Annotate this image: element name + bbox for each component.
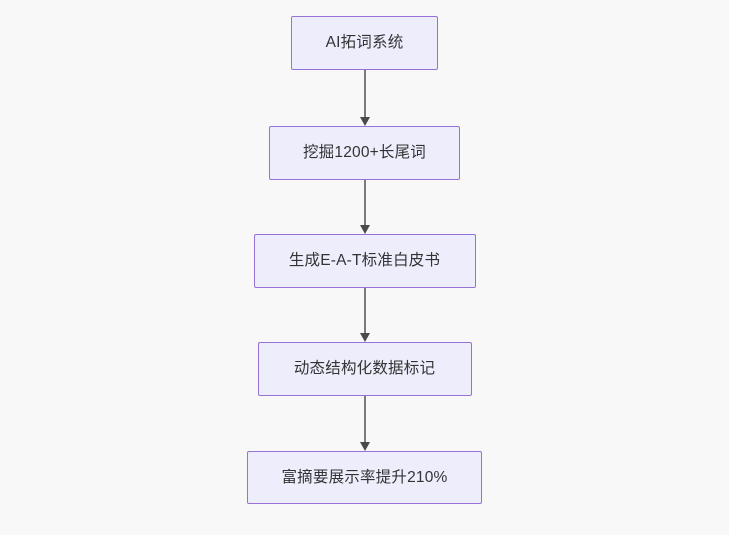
- flow-node-label: 动态结构化数据标记: [293, 360, 436, 378]
- down-arrow-icon: [359, 117, 370, 126]
- edge-line: [363, 180, 366, 225]
- edge-line: [363, 396, 366, 442]
- flow-node-eat-whitepaper[interactable]: 生成E-A-T标准白皮书: [253, 234, 476, 288]
- down-arrow-icon: [359, 442, 370, 451]
- flow-node-label: 富摘要展示率提升210%: [281, 468, 448, 486]
- flow-node-label: 生成E-A-T标准白皮书: [288, 252, 441, 270]
- flow-edge-n1-n2: [359, 70, 371, 126]
- flow-node-longtail-keywords[interactable]: 挖掘1200+长尾词: [269, 126, 460, 180]
- flow-node-label: AI拓词系统: [325, 34, 404, 52]
- flow-edge-n4-n5: [359, 396, 371, 451]
- down-arrow-icon: [359, 225, 370, 234]
- flow-node-rich-snippet-result[interactable]: 富摘要展示率提升210%: [247, 451, 482, 504]
- down-arrow-icon: [359, 333, 370, 342]
- flow-node-structured-data-markup[interactable]: 动态结构化数据标记: [257, 342, 472, 396]
- flow-node-ai-keyword-system[interactable]: AI拓词系统: [291, 16, 438, 70]
- edge-line: [363, 70, 366, 117]
- flow-edge-n2-n3: [359, 180, 371, 234]
- flow-edge-n3-n4: [359, 288, 371, 342]
- flow-node-label: 挖掘1200+长尾词: [302, 144, 427, 162]
- edge-line: [363, 288, 366, 333]
